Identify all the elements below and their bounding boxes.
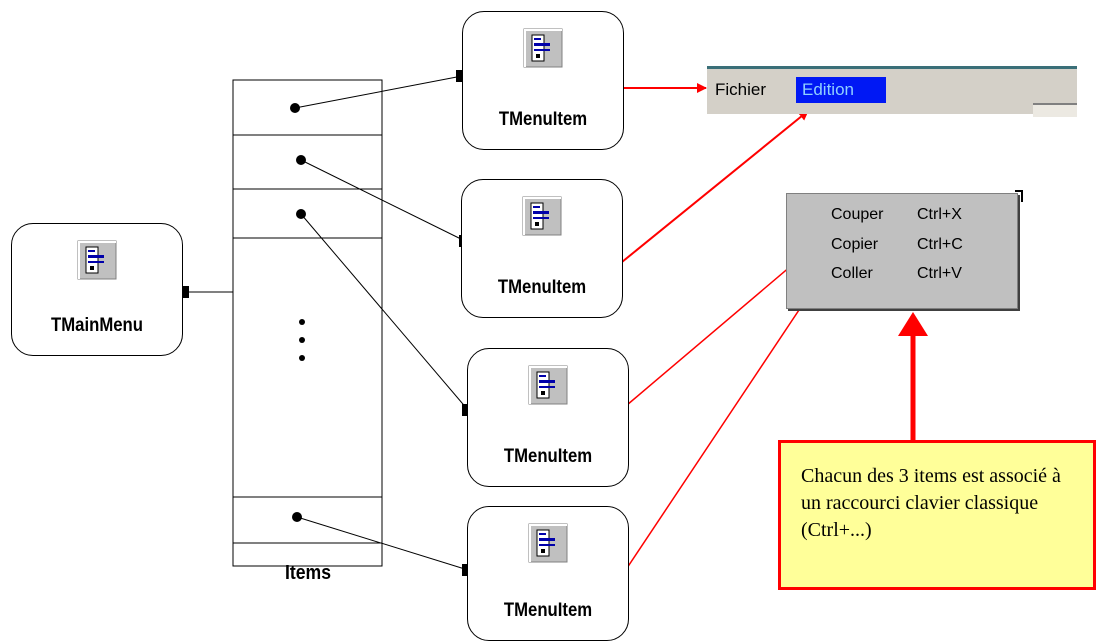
menubar: Fichier Edition [707,66,1077,117]
menubar-item-edition[interactable]: Edition [796,77,886,103]
slot-wire-4 [296,516,469,571]
menu-component-icon [523,28,563,68]
popup-row-couper[interactable]: Couper Ctrl+X [831,202,962,228]
menu-component-icon [77,240,117,280]
popup-row-shortcut: Ctrl+C [917,236,963,253]
popup-row-label: Coller [831,265,873,282]
items-ellipsis [299,319,305,361]
tmenuitem-node-3[interactable]: TMenuItem [467,348,629,487]
tmenuitem-label: TMenuItem [497,277,587,298]
slot-wire-2 [300,159,466,242]
items-label: Items [285,562,331,584]
popup-row-label: Couper [831,206,884,223]
tmenuitem-node-4[interactable]: TMenuItem [467,506,629,641]
tmenuitem-label: TMenuItem [498,109,588,130]
tmenuitem-node-1[interactable]: TMenuItem [462,11,624,150]
tmenuitem-node-2[interactable]: TMenuItem [461,179,623,318]
note-box: Chacun des 3 items est associé à un racc… [778,440,1096,590]
slot-pointer-1 [290,103,300,113]
note-text: Chacun des 3 items est associé à un racc… [801,465,1061,541]
slot-pointer-2 [296,155,306,165]
slot-wire-1 [294,75,463,109]
slot-pointer-4 [292,512,302,522]
popup-corner [1015,190,1023,202]
menu-component-icon [528,523,568,563]
popup-row-shortcut: Ctrl+X [917,206,962,223]
popup-row-coller[interactable]: Coller Ctrl+V [831,261,962,287]
popup-row-copier[interactable]: Copier Ctrl+C [831,232,963,258]
items-list [232,79,383,567]
arrow-note-to-popup-head [898,312,928,336]
menu-component-icon [522,196,562,236]
tmenuitem-label: TMenuItem [503,446,593,467]
slot-pointer-3 [296,209,306,219]
tmainmenu-node[interactable]: TMainMenu [11,223,183,356]
slot-wire-3 [300,213,469,411]
menu-component-icon [528,365,568,405]
popup-menu: Couper Ctrl+X Copier Ctrl+C Coller Ctrl+… [786,190,1023,309]
popup-row-shortcut: Ctrl+V [917,265,962,282]
popup-row-label: Copier [831,236,879,253]
arrow-to-edition [621,110,809,263]
menubar-edge [1033,103,1077,117]
tmainmenu-label: TMainMenu [51,315,143,336]
tmenuitem-label: TMenuItem [503,600,593,621]
menubar-item-fichier[interactable]: Fichier [715,80,767,99]
